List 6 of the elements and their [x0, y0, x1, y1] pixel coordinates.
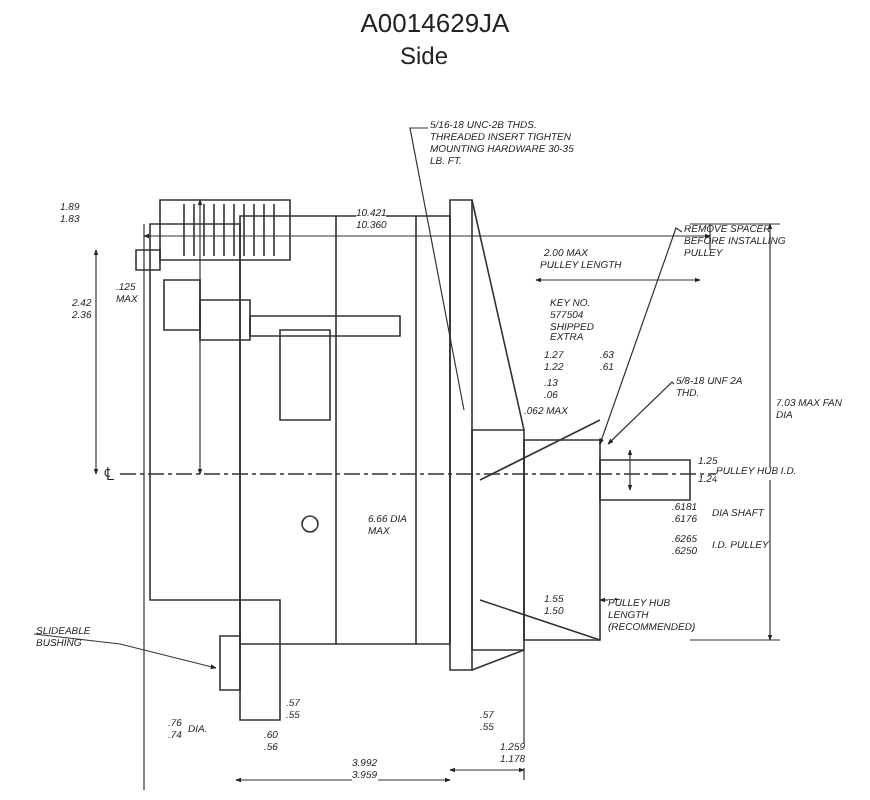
leader-line [33, 633, 217, 669]
leader-line [409, 127, 465, 411]
leader-line [607, 381, 675, 445]
part-number-title: A0014629JA [358, 8, 512, 38]
centerline-symbol: ℄ [104, 464, 114, 485]
leader-line [599, 227, 683, 445]
